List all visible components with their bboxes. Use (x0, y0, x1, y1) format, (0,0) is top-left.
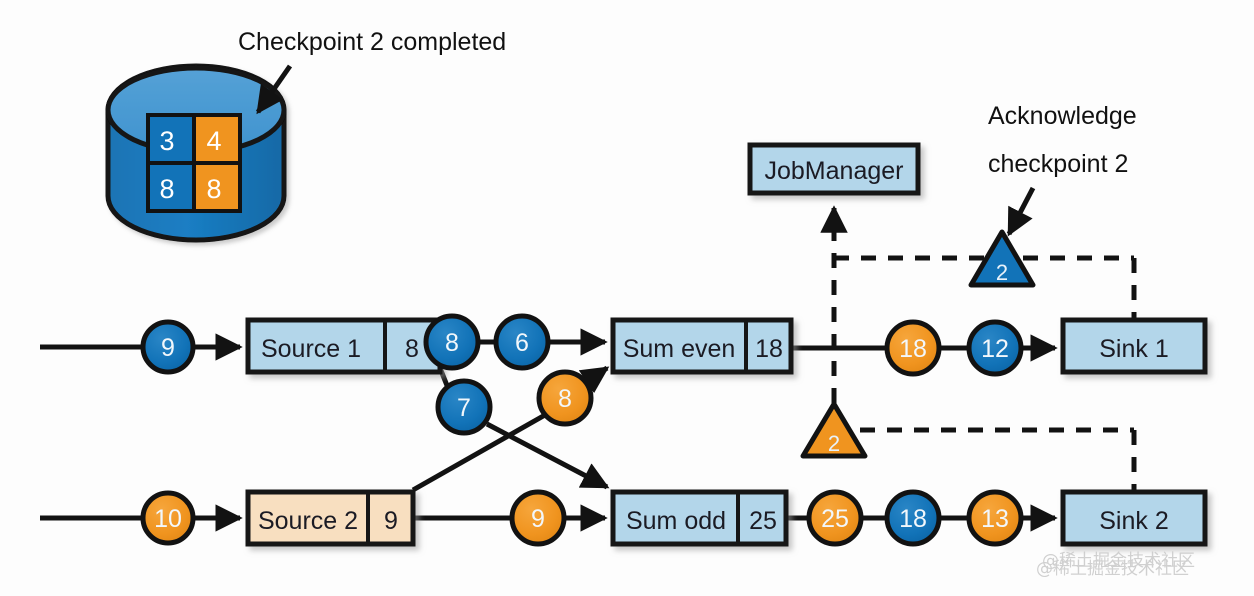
record-6-blue-value: 6 (515, 329, 529, 357)
acknowledge-label-line-1: Acknowledge (988, 102, 1137, 130)
acknowledge-label-line-2: checkpoint 2 (988, 150, 1128, 178)
record-7-blue: 7 (435, 378, 493, 436)
jobmanager-label: JobManager (765, 157, 904, 185)
checkpoint-completed-label: Checkpoint 2 completed (238, 28, 506, 56)
record-8-orange-value: 8 (558, 385, 572, 413)
source-2-state: 9 (384, 507, 398, 535)
record-10-orange: 10 (140, 490, 196, 546)
record-18-blue-bottom-value: 18 (899, 505, 927, 533)
source-1-state: 8 (405, 335, 419, 363)
record-8-blue: 8 (423, 313, 481, 371)
record-9-orange: 9 (509, 489, 567, 547)
watermark: @稀土掘金技术社区 @稀土掘金技术社区 (1036, 551, 1195, 579)
record-25-orange: 25 (806, 489, 864, 547)
edge-source2-branch-up (411, 412, 547, 493)
source-1-label: Source 1 (261, 335, 361, 363)
barrier-blue-2: 2 (968, 229, 1036, 288)
sum-odd-box[interactable] (610, 489, 789, 547)
record-18-orange-top-value: 18 (899, 335, 927, 363)
record-7-blue-value: 7 (457, 394, 471, 422)
record-12-blue: 12 (966, 319, 1024, 377)
record-9-in-value: 9 (161, 334, 175, 362)
barrier-orange-2: 2 (800, 401, 868, 459)
record-12-blue-value: 12 (981, 335, 1009, 363)
sink-1-box[interactable] (1060, 317, 1208, 375)
sum-even-state: 18 (755, 335, 783, 363)
record-9-orange-value: 9 (531, 505, 545, 533)
watermark-text-a: @稀土掘金技术社区 (1042, 551, 1195, 571)
record-13-orange-value: 13 (981, 505, 1009, 533)
record-18-blue-bottom: 18 (884, 489, 942, 547)
checkpoint-completed-arrow (255, 64, 293, 115)
record-9-in: 9 (140, 319, 196, 375)
store-cell-0-1: 4 (206, 126, 221, 156)
record-6-blue: 6 (493, 313, 551, 371)
jobmanager-box[interactable] (747, 142, 921, 196)
record-8-blue-value: 8 (445, 329, 459, 357)
dataflow-edges (40, 328, 1058, 532)
edge-rec8orange-to-sumeven (578, 365, 610, 394)
barrier-orange-2-value: 2 (828, 431, 840, 456)
sink-2-label: Sink 2 (1099, 507, 1168, 535)
record-8-orange: 8 (536, 369, 594, 427)
store-cell-0-0: 3 (159, 126, 174, 156)
source-1-box[interactable] (245, 317, 443, 375)
checkpoint-store-grid (146, 113, 242, 213)
store-cell-1-1: 8 (206, 174, 221, 204)
acknowledge-arrow (1006, 186, 1036, 237)
sink-2-box[interactable] (1060, 489, 1208, 547)
sink-1-label: Sink 1 (1099, 335, 1168, 363)
edge-rec7-to-sumodd (485, 421, 610, 490)
barrier-blue-2-value: 2 (996, 260, 1008, 285)
sum-even-box[interactable] (610, 317, 794, 375)
record-25-orange-value: 25 (821, 505, 849, 533)
sum-even-label: Sum even (623, 335, 736, 363)
sum-odd-state: 25 (749, 507, 777, 535)
watermark-text-b: @稀土掘金技术社区 (1036, 559, 1189, 579)
store-cell-1-0: 8 (159, 174, 174, 204)
source-2-label: Source 2 (258, 507, 358, 535)
source-2-box[interactable] (245, 489, 416, 547)
record-10-orange-value: 10 (154, 505, 182, 533)
sum-odd-label: Sum odd (626, 507, 726, 535)
record-18-orange-top: 18 (884, 319, 942, 377)
record-13-orange: 13 (966, 489, 1024, 547)
